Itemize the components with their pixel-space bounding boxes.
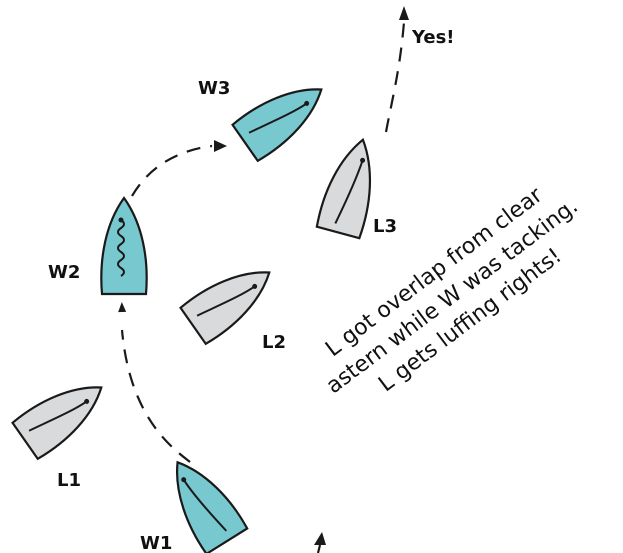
label-l3: L3 — [373, 216, 397, 237]
label-w2: W2 — [48, 262, 80, 283]
l-track — [384, 6, 409, 133]
label-w1: W1 — [140, 533, 172, 553]
label-w3: W3 — [198, 78, 230, 99]
boat-l1 — [11, 386, 103, 461]
label-l2: L2 — [262, 332, 286, 353]
boat-w3 — [231, 88, 323, 163]
boat-l2 — [179, 271, 271, 346]
boat-w2 — [100, 196, 148, 296]
boat-w1 — [175, 460, 249, 553]
label-l1: L1 — [57, 470, 81, 491]
boat-l3 — [315, 137, 372, 240]
w-track — [118, 140, 227, 463]
label-yes: Yes! — [411, 27, 455, 48]
bottom-arrow — [314, 532, 326, 553]
